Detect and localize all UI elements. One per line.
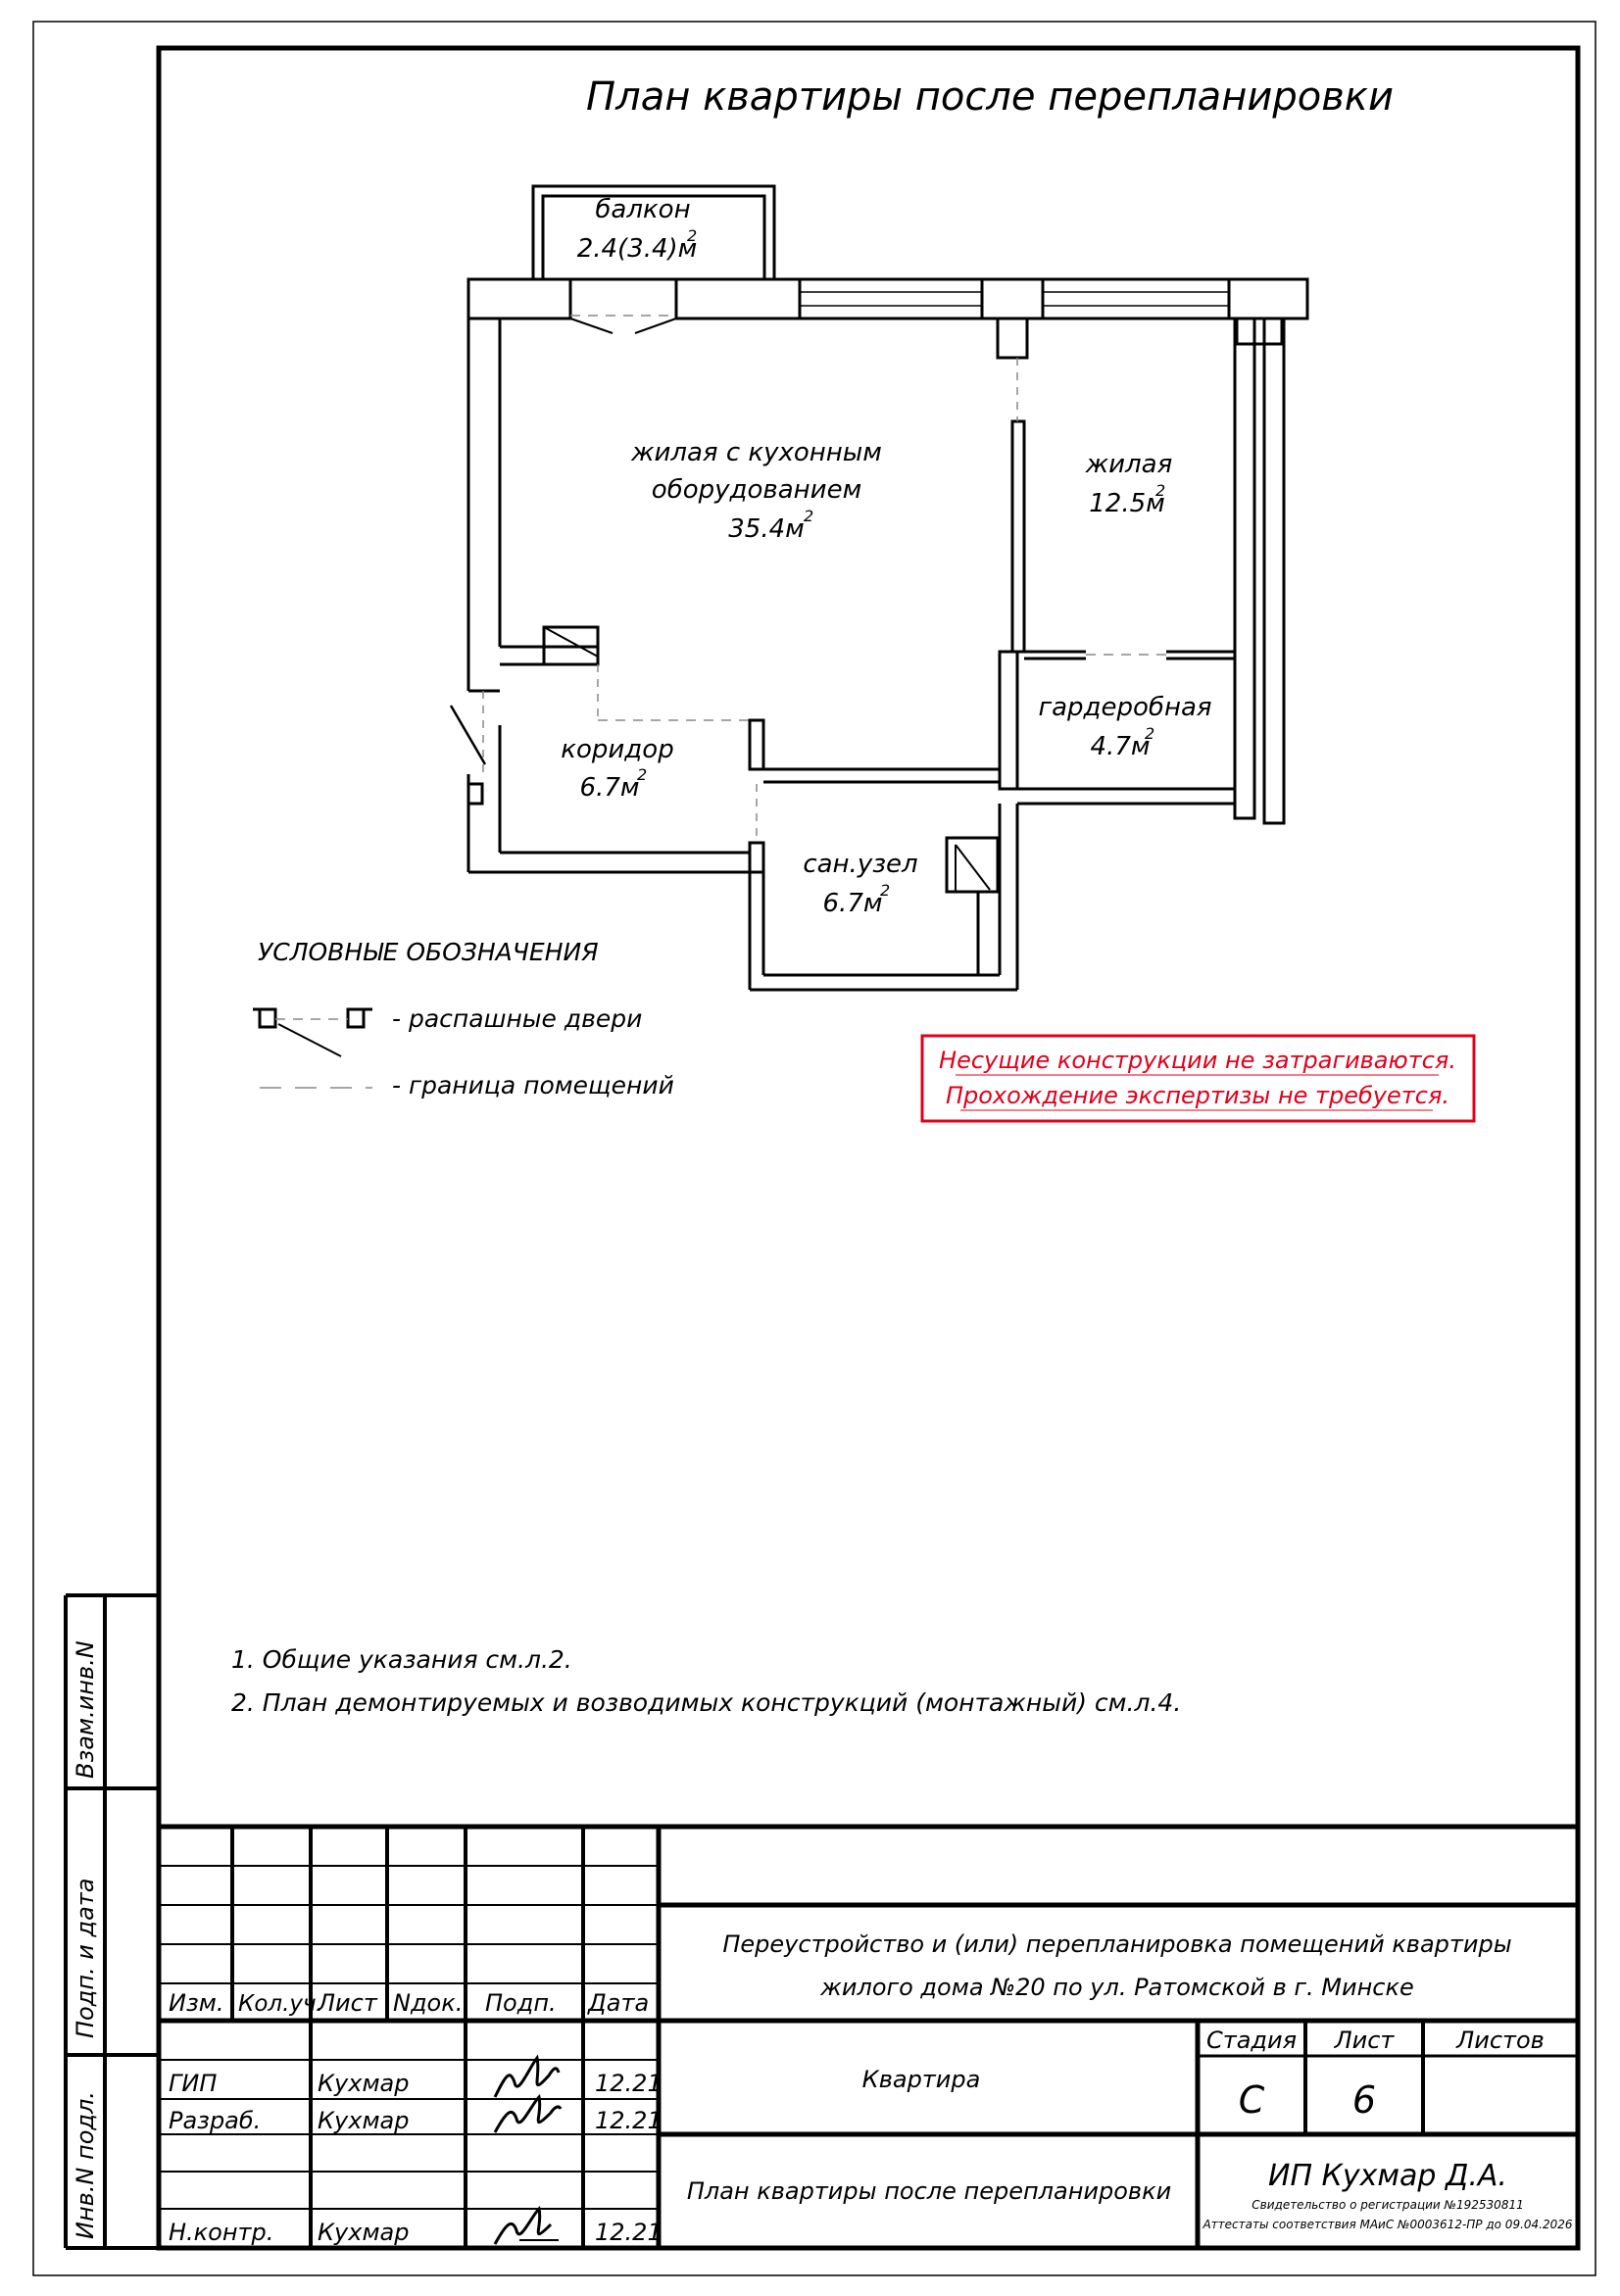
hdr-list: Лист xyxy=(317,1989,378,2017)
wall-top-mid xyxy=(674,277,802,320)
living-area-sup: 2 xyxy=(1155,481,1165,500)
side-label-vzam: Взам.инв.N xyxy=(72,1640,99,1779)
bathroom-area: 6.7м xyxy=(823,889,883,918)
warning-line-1: Несущие конструкции не затрагиваются. xyxy=(939,1047,1456,1074)
row-razrab-name: Кухмар xyxy=(318,2107,410,2134)
row-razrab-role: Разраб. xyxy=(169,2107,261,2134)
side-label-inv: Инв.N подл. xyxy=(72,2091,99,2239)
stage-value: С xyxy=(1239,2078,1265,2122)
living-kitchen-area-sup: 2 xyxy=(804,507,813,525)
row-nkontr-name: Кухмар xyxy=(318,2219,410,2246)
row-nkontr-role: Н.контр. xyxy=(169,2219,273,2246)
side-strip xyxy=(64,1593,159,2250)
hdr-podp: Подп. xyxy=(485,1989,557,2017)
legend-heading: УСЛОВНЫЕ ОБОЗНАЧЕНИЯ xyxy=(258,938,599,966)
object-name: Квартира xyxy=(862,2066,981,2093)
legend: УСЛОВНЫЕ ОБОЗНАЧЕНИЯ - распашные двери -… xyxy=(253,938,674,1099)
window-1 xyxy=(798,277,984,320)
hdr-data: Дата xyxy=(587,1989,649,2017)
sheets-label: Листов xyxy=(1455,2027,1545,2054)
note-1: 1. Общие указания см.л.2. xyxy=(231,1645,572,1674)
corridor-name: коридор xyxy=(561,735,673,764)
window-2 xyxy=(1041,277,1231,320)
legend-boundary-label: - граница помещений xyxy=(392,1071,674,1099)
living-name: жилая xyxy=(1085,450,1173,479)
corridor-area: 6.7м xyxy=(580,773,640,803)
row-razrab-date: 12.21 xyxy=(595,2107,663,2134)
row-gip-name: Кухмар xyxy=(318,2070,410,2097)
living-area: 12.5м xyxy=(1089,489,1165,518)
bathroom-area-sup: 2 xyxy=(880,881,890,900)
org-name: ИП Кухмар Д.А. xyxy=(1268,2159,1507,2193)
balcony-area-sup: 2 xyxy=(687,226,697,245)
balcony-name: балкон xyxy=(595,195,690,224)
legend-doors-label: - распашные двери xyxy=(392,1004,642,1033)
living-kitchen-name-1: жилая с кухонным xyxy=(630,438,882,467)
row-nkontr-date: 12.21 xyxy=(595,2219,663,2246)
wall-top-left xyxy=(466,277,572,320)
wardrobe-area-sup: 2 xyxy=(1145,724,1154,743)
sheet-title: План квартиры после перепланировки xyxy=(687,2177,1171,2205)
floor-plan xyxy=(449,184,1309,992)
room-labels: балкон 2.4(3.4)м 2 жилая с кухонным обор… xyxy=(561,195,1211,918)
row-gip-role: ГИП xyxy=(169,2070,217,2097)
wardrobe-name: гардеробная xyxy=(1038,693,1211,722)
trim-border xyxy=(32,21,1596,2276)
warning-line-2: Прохождение экспертизы не требуется. xyxy=(946,1082,1449,1109)
living-kitchen-name-2: оборудованием xyxy=(652,475,861,505)
drawing-title: План квартиры после перепланировки xyxy=(586,74,1394,120)
hdr-ndok: Nдок. xyxy=(393,1989,463,2017)
bathroom-name: сан.узел xyxy=(803,850,917,879)
side-label-podp: Подп. и дата xyxy=(72,1879,99,2039)
warning-box: Несущие конструкции не затрагиваются. Пр… xyxy=(920,1034,1476,1123)
org-cert-1: Свидетельство о регистрации №192530811 xyxy=(1252,2198,1523,2212)
hdr-izm: Изм. xyxy=(169,1989,223,2017)
living-kitchen-area: 35.4м xyxy=(728,514,805,544)
sheet-value: 6 xyxy=(1352,2078,1376,2122)
sheet-label: Лист xyxy=(1334,2027,1396,2054)
project-line-1: Переустройство и (или) перепланировка по… xyxy=(722,1930,1511,1958)
note-2: 2. План демонтируемых и возводимых конст… xyxy=(231,1688,1181,1717)
project-line-2: жилого дома №20 по ул. Ратомской в г. Ми… xyxy=(819,1974,1413,2001)
row-gip-date: 12.21 xyxy=(595,2070,663,2097)
wardrobe-area: 4.7м xyxy=(1091,732,1151,761)
main-frame xyxy=(156,45,1581,2251)
swing-door-symbol xyxy=(253,1007,372,1057)
signature-marks xyxy=(493,2054,563,2245)
hdr-kol: Кол.уч. xyxy=(238,1991,323,2017)
org-cert-2: Аттестаты соответствия МАиС №0003612-ПР … xyxy=(1202,2218,1572,2231)
corridor-area-sup: 2 xyxy=(637,765,647,784)
balcony-inner xyxy=(541,194,766,281)
stage-label: Стадия xyxy=(1206,2027,1297,2054)
balcony-area: 2.4(3.4)м xyxy=(577,234,698,264)
title-block-lines xyxy=(159,1824,1578,2248)
